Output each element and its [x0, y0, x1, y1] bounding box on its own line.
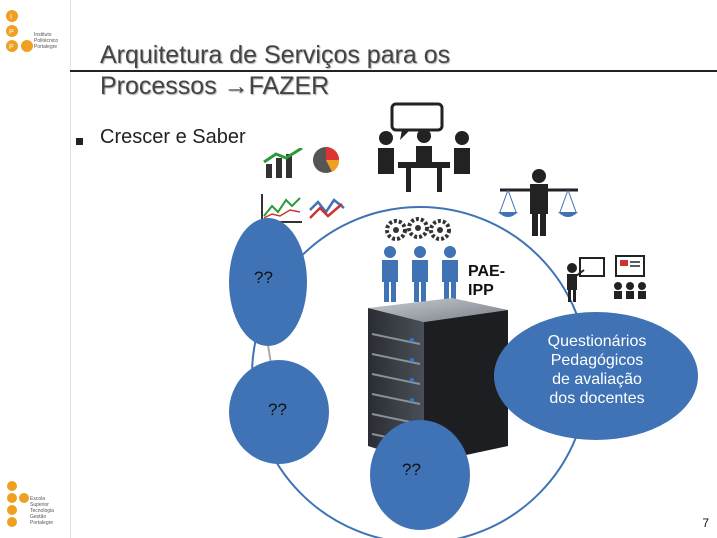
team-icon [382, 246, 458, 302]
node-left-top [229, 218, 307, 346]
node-bottom-label: ?? [402, 460, 421, 479]
slide-title: Arquitetura de Serviços para os Processo… [100, 41, 451, 100]
node-left-bottom-label: ?? [268, 400, 287, 419]
node-center-label: PAE- IPP [468, 263, 506, 299]
gears-icon [385, 217, 451, 241]
justice-scales-icon [498, 169, 578, 236]
ipp-logo-text: Instituto Politécnico Portalegre [34, 32, 59, 50]
bar-chart-icon [263, 148, 303, 178]
node-right [494, 312, 698, 440]
node-right-label: Questionários Pedagógicos de avaliação d… [547, 333, 647, 407]
svg-text:P: P [9, 29, 14, 36]
title-underline [70, 70, 717, 72]
node-left-top-label: ?? [254, 268, 273, 287]
speech-bubble-icon [390, 102, 444, 140]
sidebar: I P P Instituto Politécnico Portalegre E… [0, 0, 71, 538]
bullet-text: Crescer e Saber [100, 126, 246, 148]
svg-text:P: P [9, 44, 14, 51]
teacher-icon [567, 257, 605, 302]
presentation-icon [614, 255, 646, 299]
pie-chart-icon [313, 147, 340, 173]
estg-logo [7, 481, 29, 527]
estg-logo-text: Escola Superior Tecnologia Gestão Portal… [30, 496, 54, 526]
svg-text:I: I [10, 14, 12, 21]
page-number: 7 [702, 516, 709, 530]
node-bottom [370, 420, 470, 530]
trend-chart-icon [309, 198, 345, 219]
meeting-icon [378, 129, 470, 192]
node-left-bottom [229, 360, 329, 464]
bullet-marker [76, 138, 83, 145]
ipp-logo: I P P [6, 10, 33, 52]
